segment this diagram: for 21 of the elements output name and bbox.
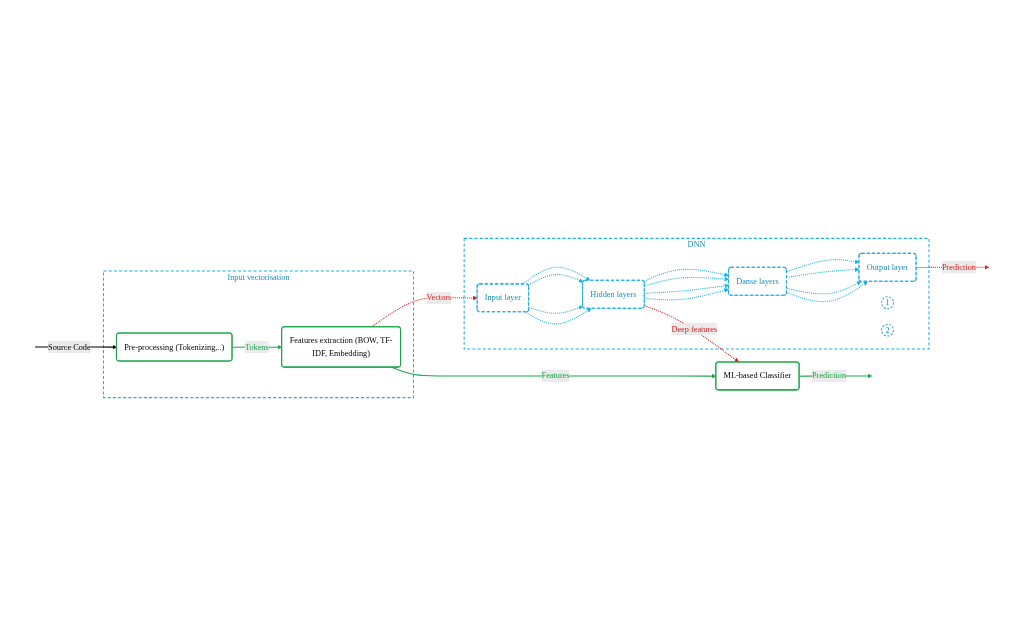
node-circle: 1 bbox=[881, 296, 894, 310]
edge-label: Source Code bbox=[48, 342, 91, 352]
arrow bbox=[370, 295, 478, 328]
arrow bbox=[644, 276, 729, 287]
arrow bbox=[643, 268, 729, 282]
arrow bbox=[644, 288, 729, 301]
edge-label: Vectors bbox=[426, 293, 452, 302]
edge-label: Deep features bbox=[671, 324, 718, 334]
edge-label: Prediction bbox=[941, 262, 976, 272]
edge-label: Features bbox=[541, 371, 570, 381]
arrow bbox=[527, 274, 584, 286]
arrow bbox=[528, 305, 584, 314]
arrow bbox=[644, 305, 740, 363]
arrow bbox=[786, 281, 862, 295]
arrow bbox=[786, 281, 868, 303]
edge-label: Prediction bbox=[812, 371, 847, 381]
arrow bbox=[644, 283, 729, 294]
arrow bbox=[522, 266, 591, 285]
node-circle: 2 bbox=[881, 323, 894, 337]
edge-label: Tokens bbox=[244, 342, 269, 352]
arrow bbox=[525, 308, 592, 325]
